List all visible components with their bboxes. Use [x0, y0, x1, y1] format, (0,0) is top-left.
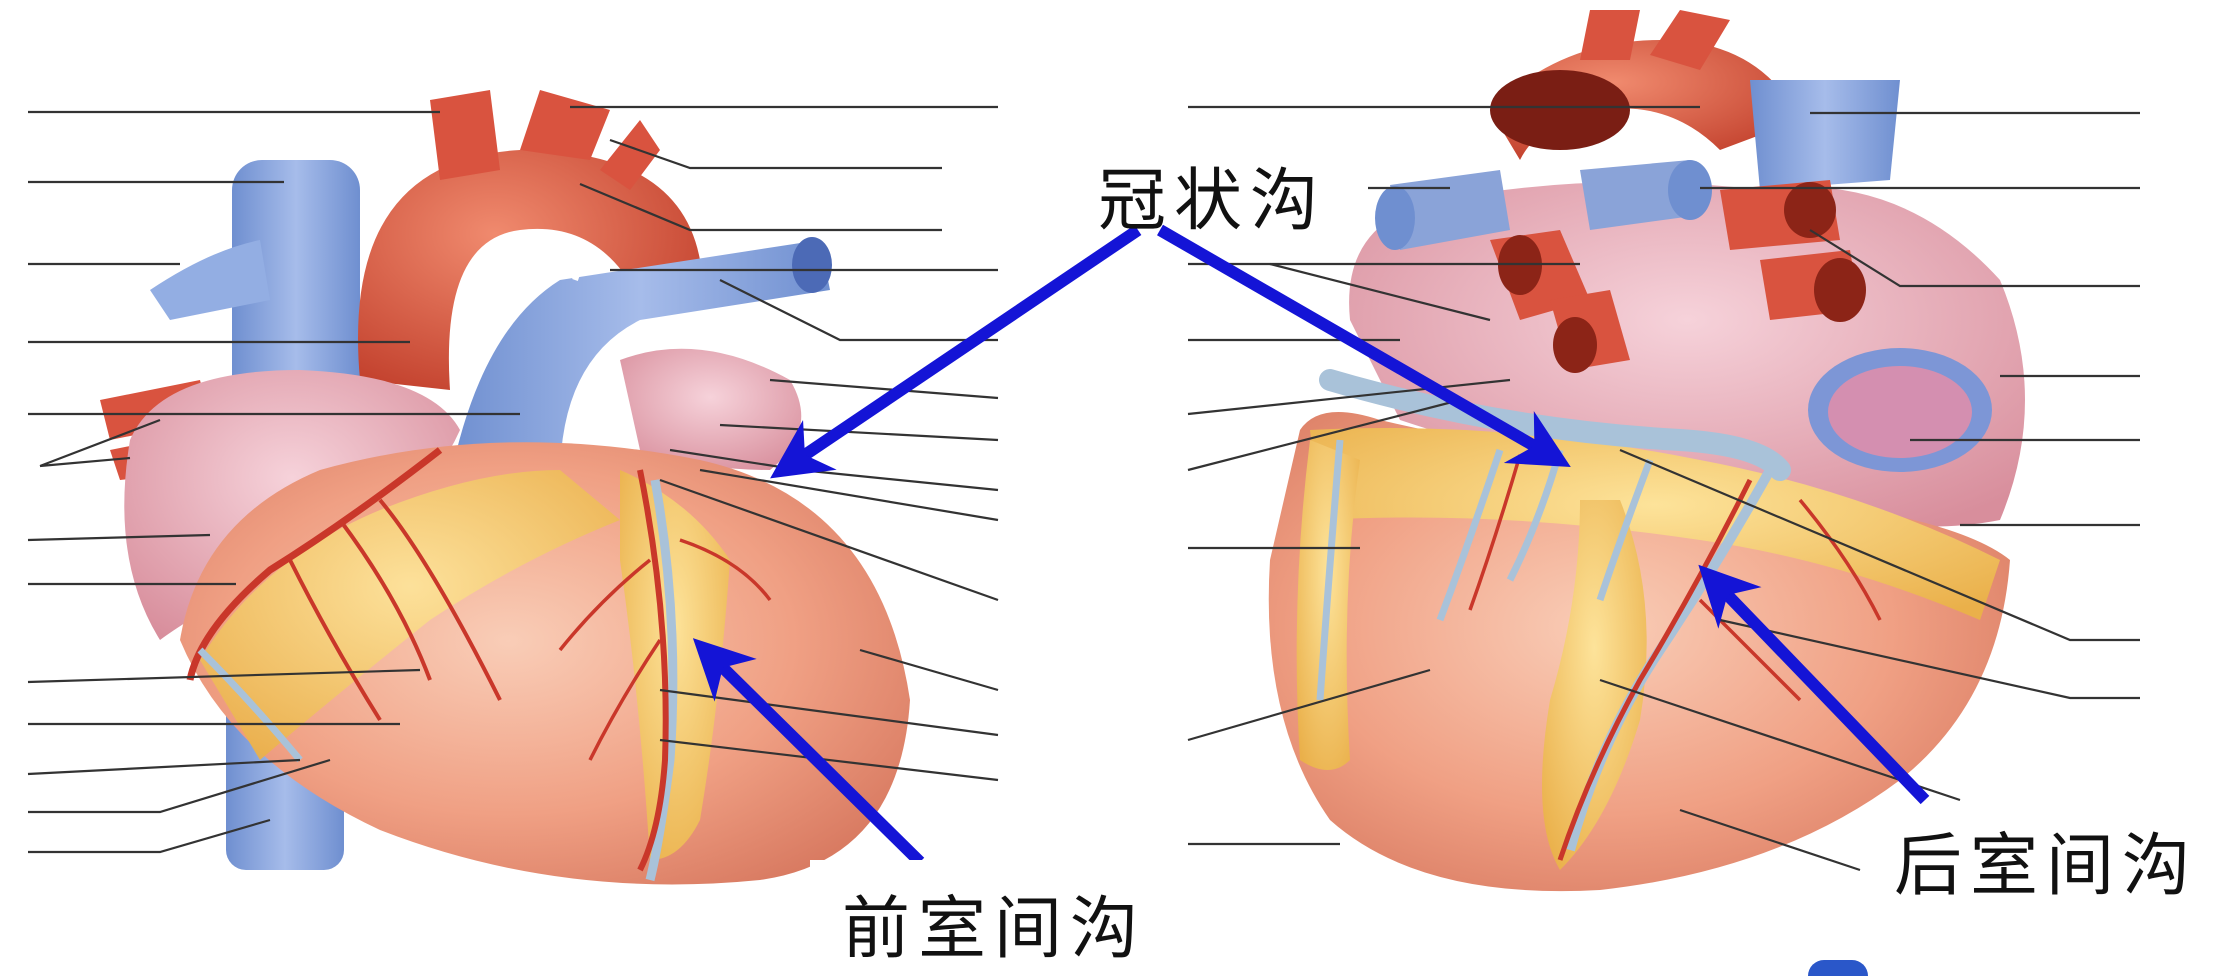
coronary-sulcus-label: 冠状沟	[1098, 162, 1327, 241]
aorta-cut-opening	[1490, 70, 1630, 150]
right-marginal-branches	[288, 498, 502, 722]
ligamentum-arteriosum	[568, 242, 602, 281]
coronary-sulcus-fat-right	[1310, 428, 2000, 620]
brachiocephalic-vein	[150, 240, 270, 320]
left-auricle	[620, 348, 802, 470]
coronary-sinus	[1319, 369, 1791, 481]
posterior-aortic-arch	[1490, 40, 1800, 160]
anterior-interventricular-sulcus-label: 前室间沟	[842, 890, 1147, 969]
anterior-heart-view	[100, 90, 910, 885]
coronary-sulcus-fat-left	[200, 470, 620, 760]
anterior-interventricular-artery	[637, 469, 669, 872]
arrow-coronary-to-left-heart	[770, 225, 1142, 479]
pulmonary-trunk	[450, 240, 830, 480]
posterior-interventricular-artery	[1557, 478, 1753, 861]
posterior-superior-vena-cava	[1750, 80, 1900, 190]
left-pulmonary-vein-upper	[1390, 170, 1510, 250]
posterior-arch-branches	[1580, 10, 1730, 70]
posterior-heart-view	[1268, 10, 2025, 892]
pulmonary-artery-opening	[792, 237, 832, 293]
ivc-lumen	[1828, 366, 1972, 458]
aortic-arch	[358, 150, 700, 390]
posterior-leader-lines	[1187, 105, 2140, 872]
right-pulmonary-vein-upper	[1580, 160, 1700, 230]
great-cardiac-vein-anterior	[645, 479, 678, 882]
corner-logo-fragment	[1808, 960, 1868, 976]
arrow-posterior-interventricular	[1698, 564, 1930, 805]
arrow-coronary-to-right-heart	[1157, 224, 1571, 467]
pulmonary-vein-opening-1	[1375, 186, 1415, 250]
annotation-arrows	[692, 224, 1930, 867]
anterior-leader-lines	[27, 105, 999, 854]
small-cardiac-vein	[197, 647, 303, 763]
pa-opening-3	[1784, 182, 1836, 238]
pa-opening-2	[1553, 317, 1597, 373]
right-coronary-artery	[186, 447, 443, 681]
arch-branches	[430, 90, 660, 190]
diagonal-branches	[558, 538, 772, 761]
pa-opening-4	[1814, 258, 1866, 322]
posterior-interventricular-sulcus-label: 后室间沟	[1894, 827, 2199, 906]
posterior-branches	[1316, 439, 1654, 701]
posterior-interventricular-fat	[1542, 500, 1647, 870]
label-backdrop	[810, 860, 1170, 976]
arrow-anterior-interventricular	[692, 638, 925, 867]
pulmonary-vein-opening-2	[1668, 160, 1712, 220]
